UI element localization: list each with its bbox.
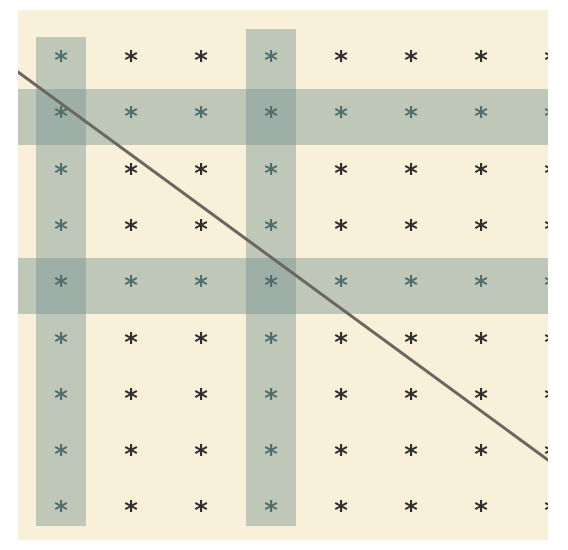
grid-cell-r5-c3: * — [194, 271, 208, 302]
grid-cell-r6-c7: * — [474, 327, 488, 358]
grid-cell-r5-c8: * — [536, 271, 548, 301]
grid-cell-r9-c2: * — [124, 496, 138, 527]
grid-cell-r3-c6: * — [404, 158, 418, 189]
grid-cell-r3-c2: * — [124, 158, 138, 189]
grid-cell-r3-c1: * — [54, 158, 68, 189]
grid-cell-r2-c6: * — [404, 102, 418, 133]
grid-cell-r4-c6: * — [404, 214, 418, 245]
grid-cell-r6-c2: * — [124, 327, 138, 358]
highlighted-column-1 — [36, 37, 86, 526]
grid-cell-r2-c1: * — [54, 102, 68, 133]
grid-cell-r1-c2: * — [124, 46, 138, 76]
grid-cell-r8-c1: * — [54, 440, 68, 471]
grid-cell-r8-c7: * — [474, 440, 488, 471]
grid-cell-r8-c2: * — [124, 440, 138, 471]
grid-cell-r3-c8: * — [536, 159, 548, 189]
grid-cell-r9-c8: * — [536, 496, 548, 526]
grid-cell-r2-c2: * — [124, 102, 138, 133]
grid-cell-r6-c8: * — [536, 328, 548, 358]
grid-cell-r6-c1: * — [54, 327, 68, 358]
grid-cell-r3-c7: * — [474, 158, 488, 189]
grid-cell-r3-c4: * — [264, 158, 278, 189]
grid-cell-r9-c4: * — [264, 496, 278, 527]
grid-cell-r3-c5: * — [334, 158, 348, 189]
grid-cell-r5-c4: * — [264, 271, 278, 302]
grid-cell-r6-c4: * — [264, 327, 278, 358]
grid-cell-r5-c5: * — [334, 271, 348, 302]
grid-cell-r9-c5: * — [334, 496, 348, 527]
grid-cell-r1-c4: * — [264, 46, 278, 76]
grid-cell-r1-c3: * — [194, 46, 208, 76]
grid-cell-r8-c5: * — [334, 440, 348, 471]
grid-cell-r1-c1: * — [54, 46, 68, 76]
grid-cell-r4-c1: * — [54, 214, 68, 245]
grid-cell-r5-c2: * — [124, 271, 138, 302]
grid-cell-r4-c7: * — [474, 214, 488, 245]
grid-cell-r8-c3: * — [194, 440, 208, 471]
grid-cell-r2-c4: * — [264, 102, 278, 133]
grid-cell-r6-c5: * — [334, 327, 348, 358]
grid-cell-r1-c8: * — [536, 46, 548, 76]
grid-cell-r7-c3: * — [194, 383, 208, 414]
grid-cell-r1-c6: * — [404, 46, 418, 76]
grid-cell-r9-c1: * — [54, 496, 68, 527]
grid-cell-r4-c3: * — [194, 214, 208, 245]
grid-cell-r5-c1: * — [54, 271, 68, 302]
grid-cell-r5-c6: * — [404, 271, 418, 302]
grid-cell-r7-c7: * — [474, 383, 488, 414]
grid-cell-r2-c3: * — [194, 102, 208, 133]
grid-cell-r7-c6: * — [404, 383, 418, 414]
grid-cell-r1-c5: * — [334, 46, 348, 76]
grid-cell-r6-c6: * — [404, 327, 418, 358]
grid-cell-r4-c4: * — [264, 214, 278, 245]
grid-cell-r5-c7: * — [474, 271, 488, 302]
grid-cell-r7-c5: * — [334, 383, 348, 414]
grid-cell-r9-c6: * — [404, 496, 418, 527]
grid-cell-r9-c7: * — [474, 496, 488, 527]
grid-cell-r4-c2: * — [124, 214, 138, 245]
diagonal-cut-line — [18, 70, 548, 462]
grid-cell-r6-c3: * — [194, 327, 208, 358]
highlighted-column-4 — [246, 29, 296, 526]
grid-cell-r9-c3: * — [194, 496, 208, 527]
grid-cell-r8-c4: * — [264, 440, 278, 471]
grid-cell-r7-c8: * — [536, 384, 548, 414]
grid-cell-r7-c2: * — [124, 383, 138, 414]
grid-cell-r2-c8: * — [536, 102, 548, 132]
grid-cell-r2-c7: * — [474, 102, 488, 133]
grid-cell-r8-c6: * — [404, 440, 418, 471]
grid-cell-r8-c8: * — [536, 440, 548, 470]
grid-cell-r2-c5: * — [334, 102, 348, 133]
grid-cell-r3-c3: * — [194, 158, 208, 189]
grid-cell-r7-c4: * — [264, 383, 278, 414]
grid-cell-r4-c5: * — [334, 214, 348, 245]
grid-cell-r1-c7: * — [474, 46, 488, 76]
grid-cell-r7-c1: * — [54, 383, 68, 414]
grid-cell-r4-c8: * — [536, 215, 548, 245]
game-board: * * * * * * * * * * * * * * * * * * * * * * * * * * * * * * * * * * * * * * * *… — [18, 10, 548, 540]
